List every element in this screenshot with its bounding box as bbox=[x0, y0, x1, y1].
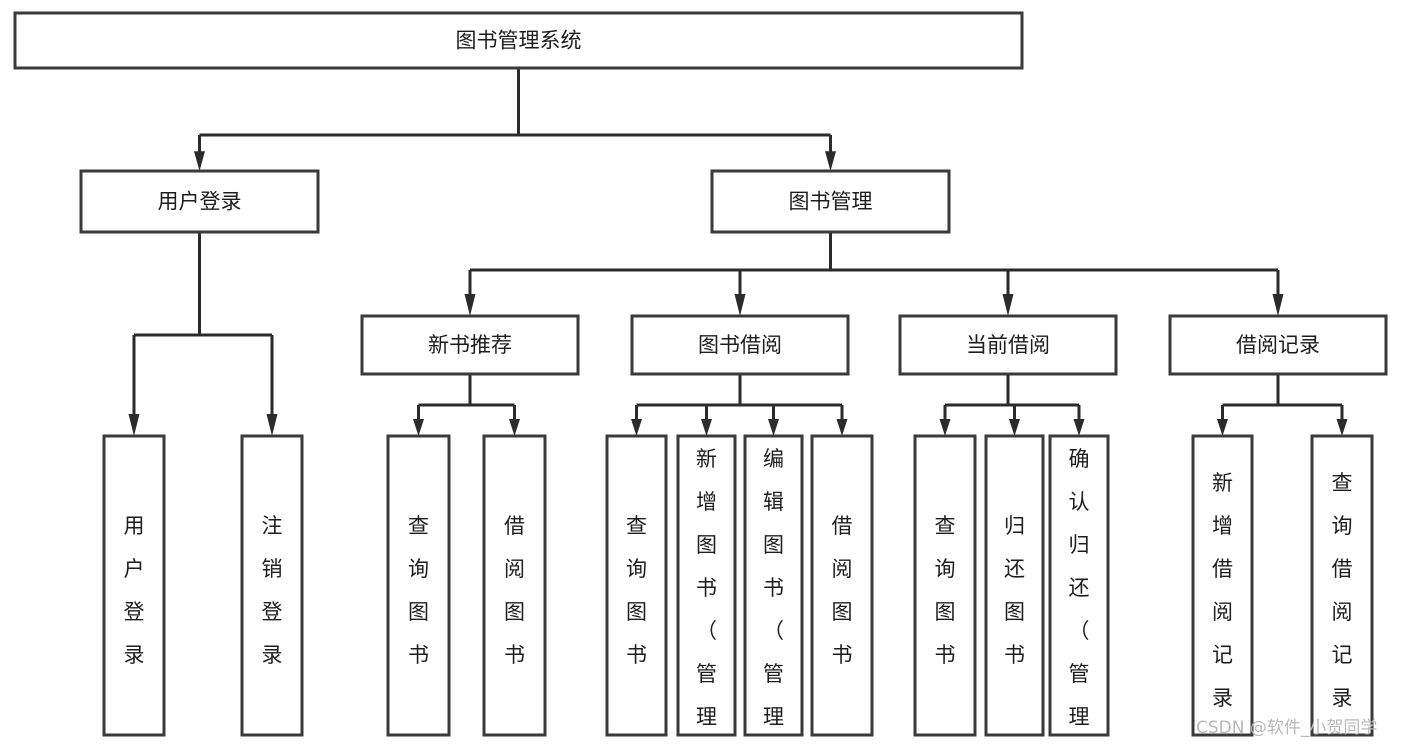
node-user_login[interactable]: 用户登录 bbox=[79, 169, 320, 234]
connector-group-new_book_rec bbox=[413, 374, 520, 436]
node-box-leaf_add_record[interactable] bbox=[1191, 434, 1254, 737]
arrow-head-user_login bbox=[194, 151, 205, 171]
node-leaf_borrow_book_1[interactable]: 借阅图书 bbox=[482, 434, 547, 737]
node-label-book_borrow: 图书借阅 bbox=[698, 333, 782, 357]
arrow-head-leaf_logout bbox=[266, 414, 278, 436]
node-box-leaf_confirm_return[interactable] bbox=[1048, 434, 1110, 737]
node-borrow_record[interactable]: 借阅记录 bbox=[1168, 314, 1388, 376]
node-box-leaf_query_record[interactable] bbox=[1310, 434, 1374, 737]
arrow-head-leaf_query_book_2 bbox=[631, 418, 642, 436]
node-book_manage[interactable]: 图书管理 bbox=[710, 169, 951, 234]
node-label-book_manage: 图书管理 bbox=[789, 190, 873, 214]
node-layer: 图书管理系统用户登录图书管理新书推荐图书借阅当前借阅借阅记录用户登录注销登录查询… bbox=[13, 11, 1388, 747]
node-book_borrow[interactable]: 图书借阅 bbox=[630, 314, 850, 376]
connector-layer bbox=[128, 68, 1348, 436]
node-label-leaf_logout: 注销登录 bbox=[262, 514, 283, 667]
node-label-leaf_borrow_book_1: 借阅图书 bbox=[504, 514, 525, 667]
node-label-new_book_rec: 新书推荐 bbox=[428, 333, 512, 357]
node-label-leaf_user_login: 用户登录 bbox=[124, 514, 145, 667]
arrow-head-leaf_query_record bbox=[1336, 418, 1348, 436]
node-leaf_query_book_1[interactable]: 查询图书 bbox=[386, 434, 451, 737]
node-leaf_return_book[interactable]: 归还图书 bbox=[984, 434, 1045, 737]
node-label-leaf_query_book_1: 查询图书 bbox=[408, 514, 429, 667]
node-label-leaf_edit_book: 编辑图书（管理员） bbox=[763, 447, 784, 747]
node-label-leaf_add_book: 新增图书（管理员） bbox=[696, 447, 717, 747]
arrow-head-new_book_rec bbox=[464, 294, 476, 316]
node-label-leaf_return_book: 归还图书 bbox=[1004, 514, 1025, 667]
node-box-borrow_record[interactable] bbox=[1168, 314, 1388, 376]
node-leaf_query_book_2[interactable]: 查询图书 bbox=[605, 434, 668, 737]
arrow-head-leaf_confirm_return bbox=[1073, 418, 1085, 436]
node-box-leaf_logout[interactable] bbox=[240, 434, 304, 737]
arrow-head-leaf_borrow_book_2 bbox=[836, 418, 848, 436]
node-label-leaf_confirm_return: 确认归还（管理员） bbox=[1069, 447, 1090, 747]
arrow-head-current_borrow bbox=[1002, 294, 1014, 316]
node-leaf_add_record[interactable]: 新增借阅记录 bbox=[1191, 434, 1254, 737]
arrow-head-leaf_add_book bbox=[701, 418, 712, 436]
node-box-root[interactable] bbox=[13, 11, 1024, 70]
node-box-book_manage[interactable] bbox=[710, 169, 951, 234]
connector-group-book_borrow bbox=[631, 374, 848, 436]
node-box-leaf_user_login[interactable] bbox=[102, 434, 166, 737]
node-label-leaf_query_record: 查询借阅记录 bbox=[1332, 471, 1353, 710]
connector-group-borrow_record bbox=[1217, 374, 1348, 436]
node-box-leaf_query_book_3[interactable] bbox=[913, 434, 977, 737]
connector-group-current_borrow bbox=[939, 374, 1085, 436]
connector-group-root bbox=[194, 68, 836, 171]
node-box-leaf_add_book[interactable] bbox=[676, 434, 737, 737]
node-label-root: 图书管理系统 bbox=[456, 29, 582, 53]
node-box-leaf_borrow_book_1[interactable] bbox=[482, 434, 547, 737]
arrow-head-book_borrow bbox=[734, 294, 746, 316]
node-label-leaf_borrow_book_2: 借阅图书 bbox=[832, 514, 853, 667]
arrow-head-leaf_borrow_book_1 bbox=[509, 418, 520, 436]
node-box-leaf_query_book_2[interactable] bbox=[605, 434, 668, 737]
node-leaf_user_login[interactable]: 用户登录 bbox=[102, 434, 166, 737]
arrow-head-leaf_query_book_3 bbox=[939, 418, 951, 436]
node-new_book_rec[interactable]: 新书推荐 bbox=[360, 314, 580, 376]
node-label-leaf_query_book_3: 查询图书 bbox=[935, 514, 956, 667]
node-leaf_confirm_return[interactable]: 确认归还（管理员） bbox=[1048, 434, 1110, 747]
node-box-leaf_query_book_1[interactable] bbox=[386, 434, 451, 737]
node-box-book_borrow[interactable] bbox=[630, 314, 850, 376]
node-current_borrow[interactable]: 当前借阅 bbox=[898, 314, 1118, 376]
node-leaf_query_record[interactable]: 查询借阅记录 bbox=[1310, 434, 1374, 737]
arrow-head-leaf_user_login bbox=[128, 414, 140, 436]
arrow-head-leaf_return_book bbox=[1009, 418, 1020, 436]
node-leaf_query_book_3[interactable]: 查询图书 bbox=[913, 434, 977, 737]
node-box-leaf_return_book[interactable] bbox=[984, 434, 1045, 737]
node-root[interactable]: 图书管理系统 bbox=[13, 11, 1024, 70]
arrow-head-leaf_edit_book bbox=[768, 418, 779, 436]
node-leaf_add_book[interactable]: 新增图书（管理员） bbox=[676, 434, 737, 747]
arrow-head-book_manage bbox=[825, 151, 836, 171]
csdn-watermark: CSDN @软件_小贺同学 bbox=[1196, 718, 1377, 738]
arrow-head-leaf_query_book_1 bbox=[413, 418, 424, 436]
node-label-current_borrow: 当前借阅 bbox=[966, 333, 1050, 357]
node-box-user_login[interactable] bbox=[79, 169, 320, 234]
arrow-head-leaf_add_record bbox=[1217, 418, 1228, 436]
node-leaf_edit_book[interactable]: 编辑图书（管理员） bbox=[743, 434, 804, 747]
arrow-head-borrow_record bbox=[1272, 294, 1284, 316]
node-label-user_login: 用户登录 bbox=[158, 190, 242, 214]
node-label-leaf_query_book_2: 查询图书 bbox=[626, 514, 647, 667]
node-label-leaf_add_record: 新增借阅记录 bbox=[1212, 471, 1233, 710]
connector-group-user_login bbox=[128, 232, 278, 436]
node-box-leaf_borrow_book_2[interactable] bbox=[810, 434, 874, 737]
node-leaf_borrow_book_2[interactable]: 借阅图书 bbox=[810, 434, 874, 737]
node-box-new_book_rec[interactable] bbox=[360, 314, 580, 376]
node-box-current_borrow[interactable] bbox=[898, 314, 1118, 376]
node-label-borrow_record: 借阅记录 bbox=[1236, 333, 1320, 357]
node-leaf_logout[interactable]: 注销登录 bbox=[240, 434, 304, 737]
node-box-leaf_edit_book[interactable] bbox=[743, 434, 804, 737]
connector-group-book_manage bbox=[464, 232, 1284, 316]
